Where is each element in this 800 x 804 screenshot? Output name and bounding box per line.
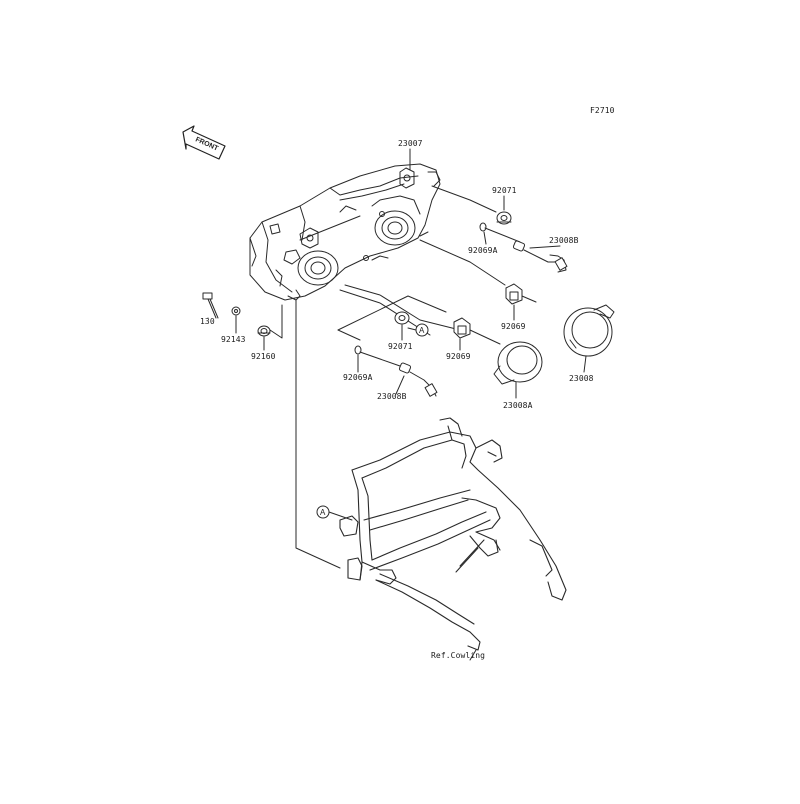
headlight-stay <box>339 417 567 651</box>
leader-92160 <box>269 304 283 339</box>
leader-a-upper <box>407 327 417 331</box>
bulb-92069A-top <box>479 222 521 243</box>
ref-a-lower-text: A <box>320 508 326 517</box>
leader-23008B-low <box>395 375 405 395</box>
grommet-92071-top <box>496 211 512 225</box>
leader-92069A-top <box>483 231 487 245</box>
group-bracket <box>337 295 447 331</box>
bulb-92069-right <box>505 283 537 305</box>
leader-23008 <box>583 355 587 373</box>
ref-circle-a-upper: A <box>415 323 429 337</box>
label-ref-cowling: Ref.Cowling <box>431 651 486 660</box>
label-23008B-top: 23008B <box>549 236 579 245</box>
label-92143: 92143 <box>221 335 246 344</box>
diagram-code: F2710 <box>590 106 615 115</box>
bulb-92069A-low <box>354 345 401 367</box>
group-bracket-2 <box>337 329 361 341</box>
label-92069-right: 92069 <box>501 322 526 331</box>
bulb-92069-mid <box>453 317 501 345</box>
wire-left <box>344 284 461 331</box>
wire-left-2 <box>339 289 431 336</box>
label-23007: 23007 <box>398 139 423 148</box>
socket-23008B-top <box>512 240 568 273</box>
damper-92160 <box>257 325 271 337</box>
headlight-assembly <box>249 163 441 301</box>
leader-a-lower <box>328 511 353 521</box>
label-23008: 23008 <box>569 374 594 383</box>
grommet-92071-mid <box>394 311 410 325</box>
leader-mount-to-stay <box>295 299 341 569</box>
label-92071-mid: 92071 <box>388 342 413 351</box>
label-92160: 92160 <box>251 352 276 361</box>
dust-cap-23008 <box>563 304 615 357</box>
leader-23008B-top <box>529 245 561 249</box>
label-92071-top: 92071 <box>492 186 517 195</box>
wire-right <box>419 239 506 286</box>
label-92069-mid: 92069 <box>446 352 471 361</box>
leader-23007-right <box>431 185 497 213</box>
label-130: 130 <box>200 317 215 326</box>
leader-ref-cowling <box>469 649 477 661</box>
label-23008A: 23008A <box>503 401 533 410</box>
ref-a-upper-text: A <box>419 326 425 335</box>
socket-23008B-low <box>398 362 438 397</box>
dust-cap-23008A <box>493 341 543 385</box>
label-92069A-low: 92069A <box>343 373 373 382</box>
bolt-130 <box>202 292 219 319</box>
label-92069A-top: 92069A <box>468 246 498 255</box>
front-arrow-icon: FRONT <box>182 125 226 160</box>
label-23008B-low: 23008B <box>377 392 407 401</box>
ref-circle-a-lower: A <box>316 505 330 519</box>
collar-92143 <box>231 306 241 316</box>
